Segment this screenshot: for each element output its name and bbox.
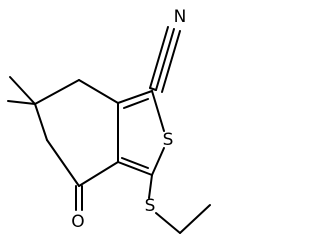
bond-c4-c3a: [78, 161, 119, 187]
nitrile-c-link: [149, 87, 157, 91]
cyclohexenone-ring: [34, 79, 119, 187]
bond-c7a-c1-inner: [123, 98, 149, 109]
bond-c5-c4: [46, 139, 80, 187]
nitrile-group: [149, 26, 181, 93]
bond-c6-c5: [34, 103, 48, 141]
ketone-oxygen-label: O: [71, 212, 84, 232]
thiophene-ring: [117, 90, 165, 176]
nitrile-bond-1: [149, 26, 169, 89]
nitrile-bond-3: [161, 30, 181, 93]
ring-sulfur-label: S: [163, 130, 174, 150]
bond-c3-sulfur: [148, 174, 153, 199]
ketone-group: [75, 185, 83, 211]
nitrile-nitrogen-label: N: [174, 7, 187, 27]
ethylthio-group: [148, 174, 211, 234]
nitrile-bond-2: [155, 28, 175, 91]
gem-dimethyl: [7, 76, 36, 105]
bond-sulfur-ch2: [155, 212, 181, 234]
methyl-bond-lower: [7, 100, 36, 105]
bond-c7-c6: [34, 79, 80, 105]
bond-c7a-c7: [78, 79, 119, 104]
methyl-bond-upper: [9, 76, 36, 105]
chemical-structure: N S S O: [7, 7, 211, 234]
bond-c1-s2: [151, 90, 165, 132]
bond-c3-c3a: [117, 161, 153, 176]
bond-c3-c3a-inner: [121, 157, 149, 169]
bond-s2-c3: [151, 147, 165, 176]
bond-c7a-c1: [117, 90, 153, 104]
thioether-sulfur-label: S: [145, 196, 156, 216]
bond-ch2-ch3: [179, 204, 211, 234]
